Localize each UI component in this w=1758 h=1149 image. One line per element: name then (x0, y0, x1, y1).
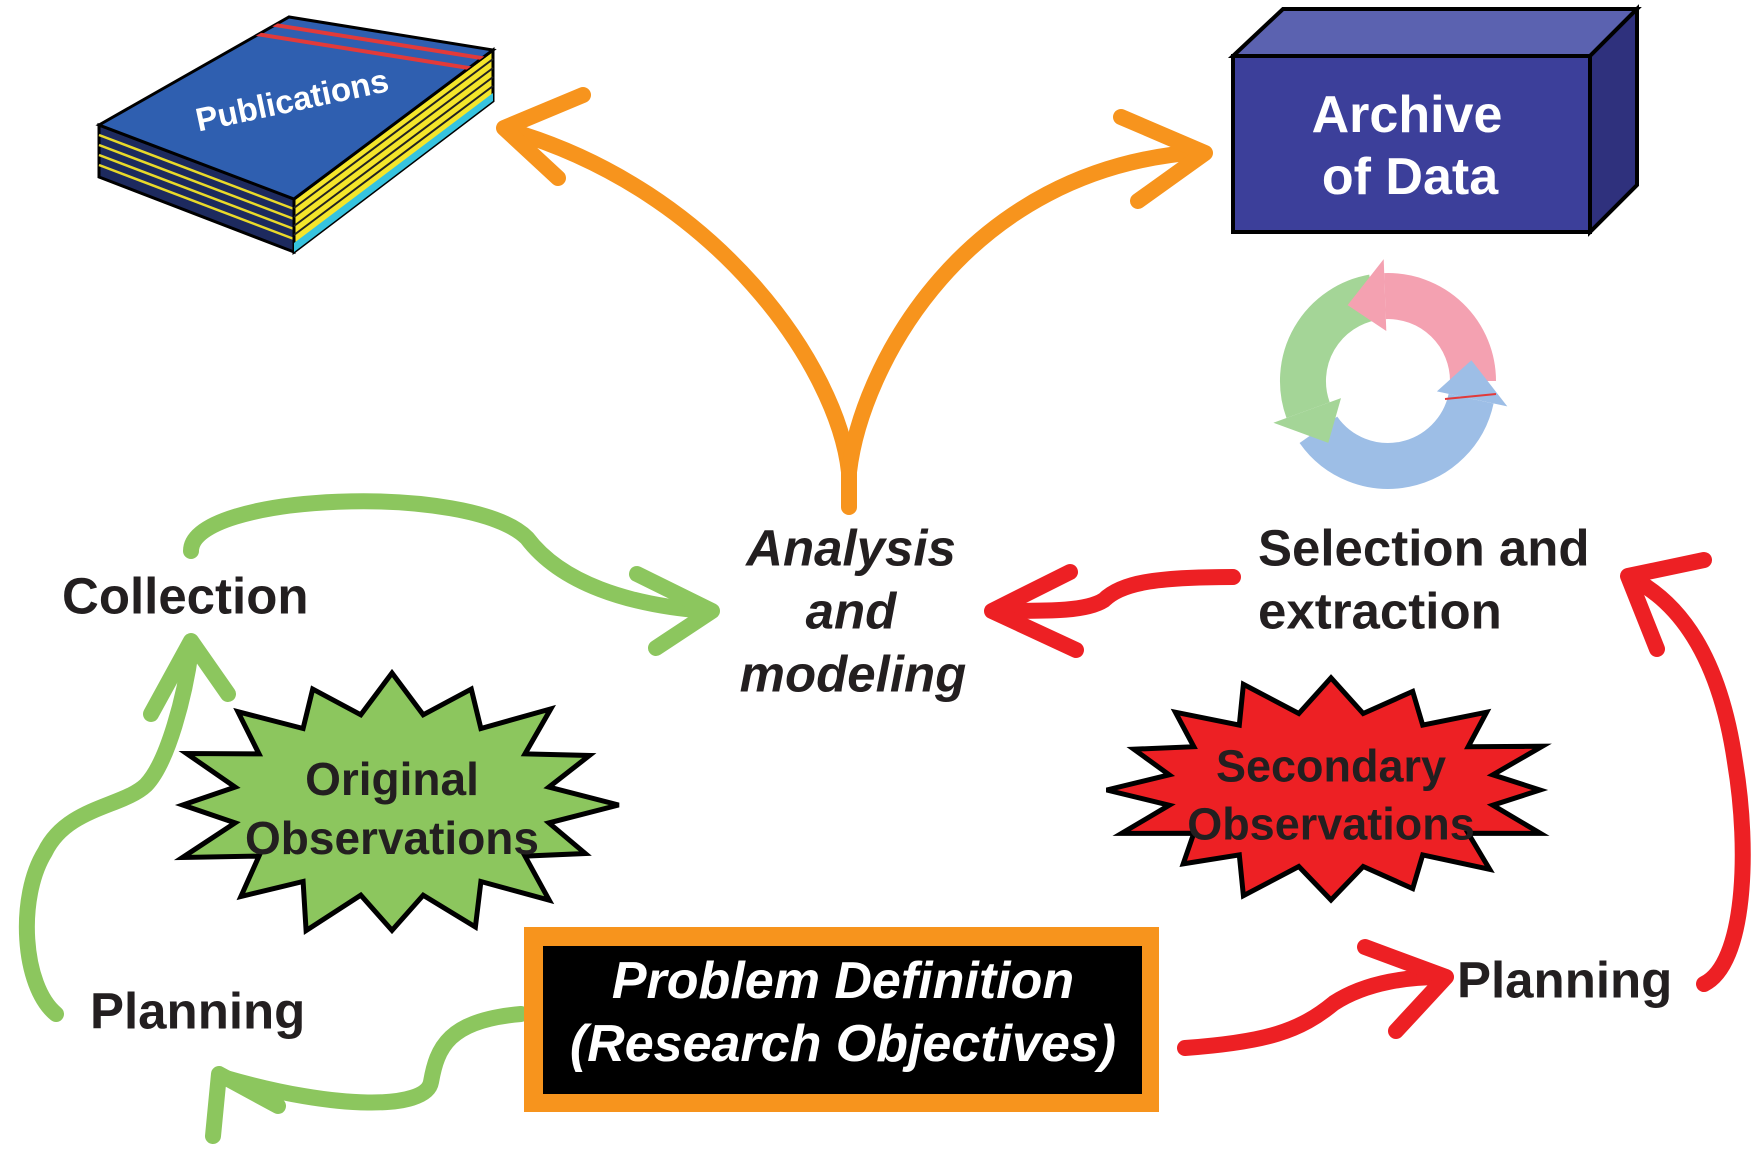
book-page-lines-right (293, 58, 494, 236)
orange-arrow-to-archive (841, 144, 1208, 480)
orange-arrow-to-publications (500, 122, 857, 480)
analysis-line-2: and (806, 583, 899, 640)
problem-definition-line-2: (Research Objectives) (570, 1015, 1116, 1073)
cycle-pink-arrowhead (1347, 259, 1387, 331)
original-observations-star (173, 668, 620, 936)
publications-book-icon: Publications (95, 15, 497, 256)
cycle-green-arrowhead (1273, 398, 1341, 443)
analysis-line-3: modeling (740, 646, 967, 703)
green-arrow-collection-to-analysis (183, 493, 714, 619)
original-observations-line-2: Observations (245, 812, 539, 864)
planning-right-label: Planning (1457, 952, 1672, 1009)
book-cover-stripes (249, 19, 493, 75)
archive-label-line-1: Archive (1312, 86, 1503, 144)
archive-of-data-box: Archive of Data (1227, 4, 1642, 237)
analysis-line-1: Analysis (744, 520, 956, 577)
problem-definition-box: Problem Definition (Research Objectives) (524, 927, 1159, 1112)
green-arrow-problem-to-planning (218, 1006, 529, 1111)
secondary-observations-line-1: Secondary (1216, 741, 1446, 792)
selection-line-2: extraction (1258, 583, 1502, 640)
red-arrowhead-analysis (984, 564, 1084, 658)
red-arrow-problem-to-planning (1177, 969, 1448, 1056)
archive-box-front (1231, 54, 1592, 234)
cycle-blue-arc (1299, 393, 1494, 489)
problem-definition-line-1: Problem Definition (612, 952, 1074, 1010)
green-arrowhead-planning (205, 1066, 286, 1144)
red-arrow-planning-to-selection (1629, 573, 1751, 992)
red-arrowhead-selection (1620, 552, 1712, 657)
book-page-lines-left (98, 133, 295, 241)
green-arrows (18, 493, 720, 1144)
planning-left-label: Planning (90, 983, 305, 1040)
book-cover (95, 15, 497, 201)
green-arrowhead-collection (143, 633, 236, 722)
red-arrows (984, 552, 1751, 1056)
orange-arrows (496, 87, 1213, 515)
secondary-observations-group: Secondary Observations (1106, 674, 1552, 904)
secondary-observations-star (1106, 674, 1552, 904)
recycle-cycle-icon (1273, 259, 1508, 489)
orange-arrowhead-publications (496, 87, 591, 186)
red-arrowhead-planning (1357, 939, 1454, 1039)
red-arrow-selection-to-analysis (990, 569, 1241, 619)
problem-definition-inner (543, 946, 1142, 1094)
secondary-observations-line-2: Observations (1187, 799, 1475, 850)
archive-label-line-2: of Data (1322, 148, 1499, 206)
book-bottom-edge (294, 93, 493, 252)
cycle-pink-arc (1384, 273, 1496, 382)
collection-label: Collection (62, 568, 309, 625)
archive-box-top (1227, 7, 1642, 58)
cycle-junction-mark (1444, 393, 1497, 400)
original-observations-line-1: Original (305, 753, 479, 805)
green-arrow-planning-to-collection (18, 642, 199, 1022)
green-arrowhead-analysis (629, 566, 720, 656)
original-observations-group: Original Observations (173, 668, 620, 936)
selection-line-1: Selection and (1258, 520, 1590, 577)
orange-arrowhead-archive (1113, 109, 1213, 209)
